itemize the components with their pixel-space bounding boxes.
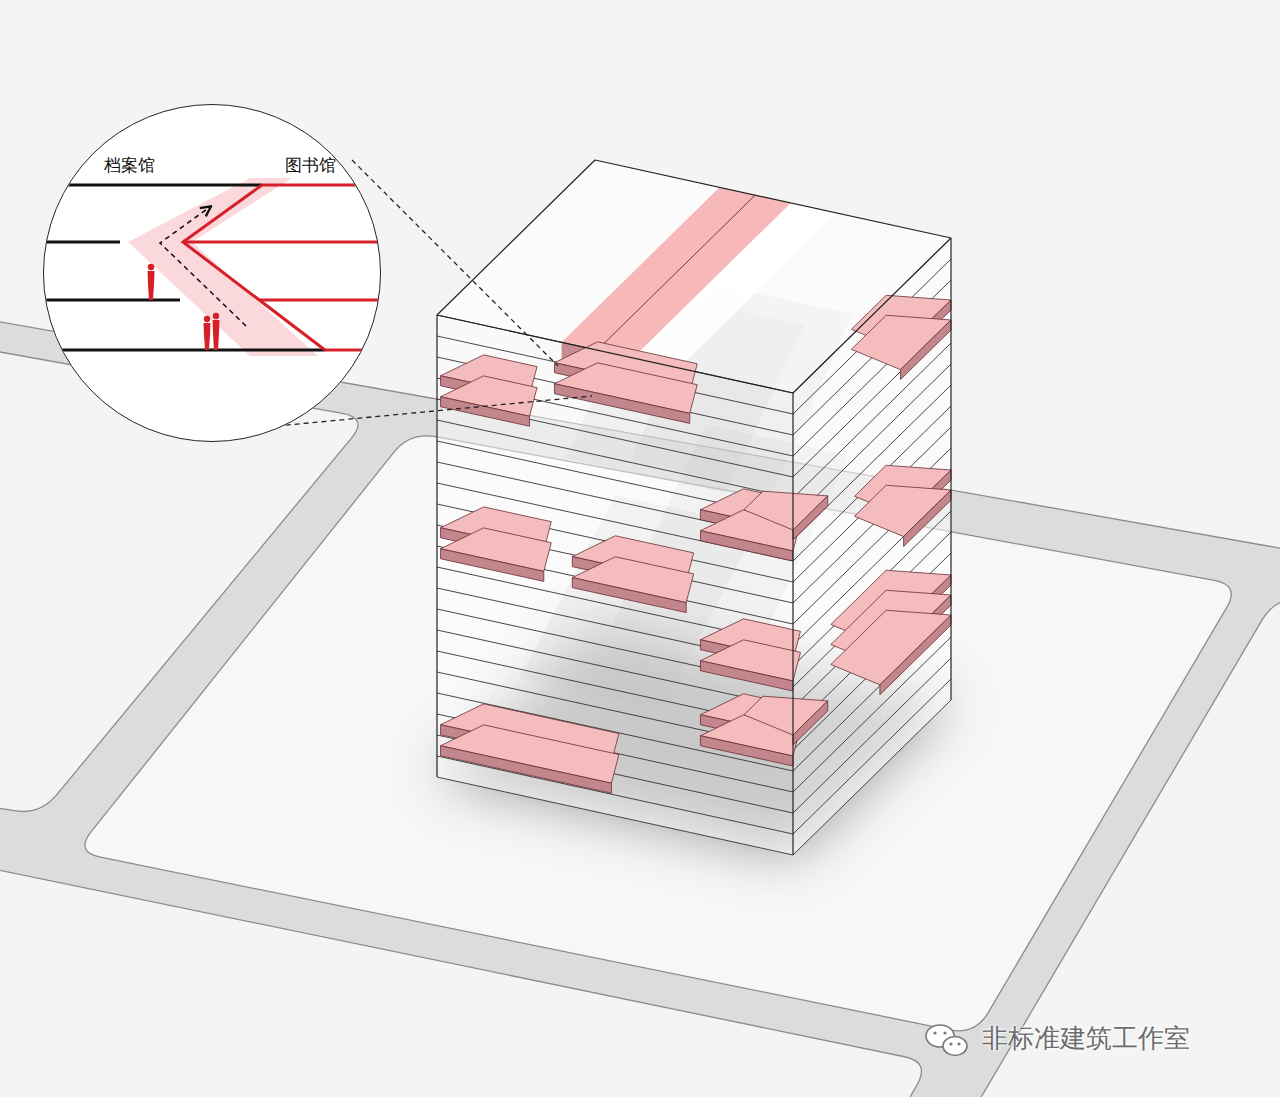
ramp-cut: [900, 320, 951, 380]
ramp-cut: [700, 661, 793, 691]
path-arrow: [160, 207, 246, 326]
floor-slab: [793, 532, 951, 687]
floor-slab: [793, 259, 951, 414]
callout-circle: 档案馆 图书馆: [43, 104, 381, 442]
floor-slab: [793, 406, 951, 561]
section-callout: [40, 104, 390, 442]
ramp-cut: [793, 701, 828, 745]
floor-slab: [437, 777, 793, 855]
ramp-cut: [441, 746, 612, 793]
ramp-cut: [554, 384, 689, 424]
archive-floor: [40, 184, 262, 187]
floor-slab: [437, 420, 793, 498]
archive-floor: [40, 349, 325, 352]
floor-slab: [793, 700, 951, 855]
archive-floor: [40, 241, 120, 244]
person-figure: [148, 264, 155, 300]
facade-glass: [437, 315, 793, 855]
library-ramp: [183, 185, 325, 350]
ramp-cut: [441, 397, 530, 427]
roof-ramp: [562, 187, 791, 358]
library-floor: [183, 241, 390, 244]
building-axonometric: [437, 160, 951, 855]
leader-line: [352, 160, 558, 366]
ramp-cut: [700, 736, 793, 766]
building-edge: [595, 160, 951, 238]
ramp-cut: [700, 531, 793, 561]
site-block: [0, 864, 921, 1097]
wechat-icon: [926, 1025, 967, 1056]
callout-ground: [43, 104, 381, 442]
building-label: 图书馆: [285, 155, 336, 175]
person-figure: [204, 316, 211, 350]
floor-slab: [793, 553, 951, 708]
archive-floor: [40, 299, 180, 302]
building-edge: [792, 393, 793, 855]
ramp-cut: [904, 490, 951, 547]
building-edge: [950, 238, 951, 700]
library-floor: [325, 349, 390, 352]
building-edge: [437, 160, 595, 315]
site-block: [959, 598, 1280, 1097]
building-edge: [793, 238, 951, 393]
ramp-edge: [597, 195, 755, 350]
circulation-band: [128, 178, 318, 356]
floor-slab: [793, 238, 951, 393]
ramp-cut: [880, 615, 951, 695]
building-edge: [437, 315, 793, 393]
watermark: 非标准建筑工作室: [982, 1023, 1190, 1054]
ramp-cut: [441, 549, 544, 582]
person-figure: [213, 313, 220, 350]
library-floor: [259, 299, 390, 302]
ramp-cut: [793, 496, 828, 540]
building-edge: [436, 315, 437, 777]
ramp-cut: [572, 578, 686, 613]
library-floor: [262, 184, 390, 187]
roof-glass: [437, 160, 951, 393]
floor-slab: [793, 280, 951, 435]
building-label: 档案馆: [104, 155, 155, 175]
